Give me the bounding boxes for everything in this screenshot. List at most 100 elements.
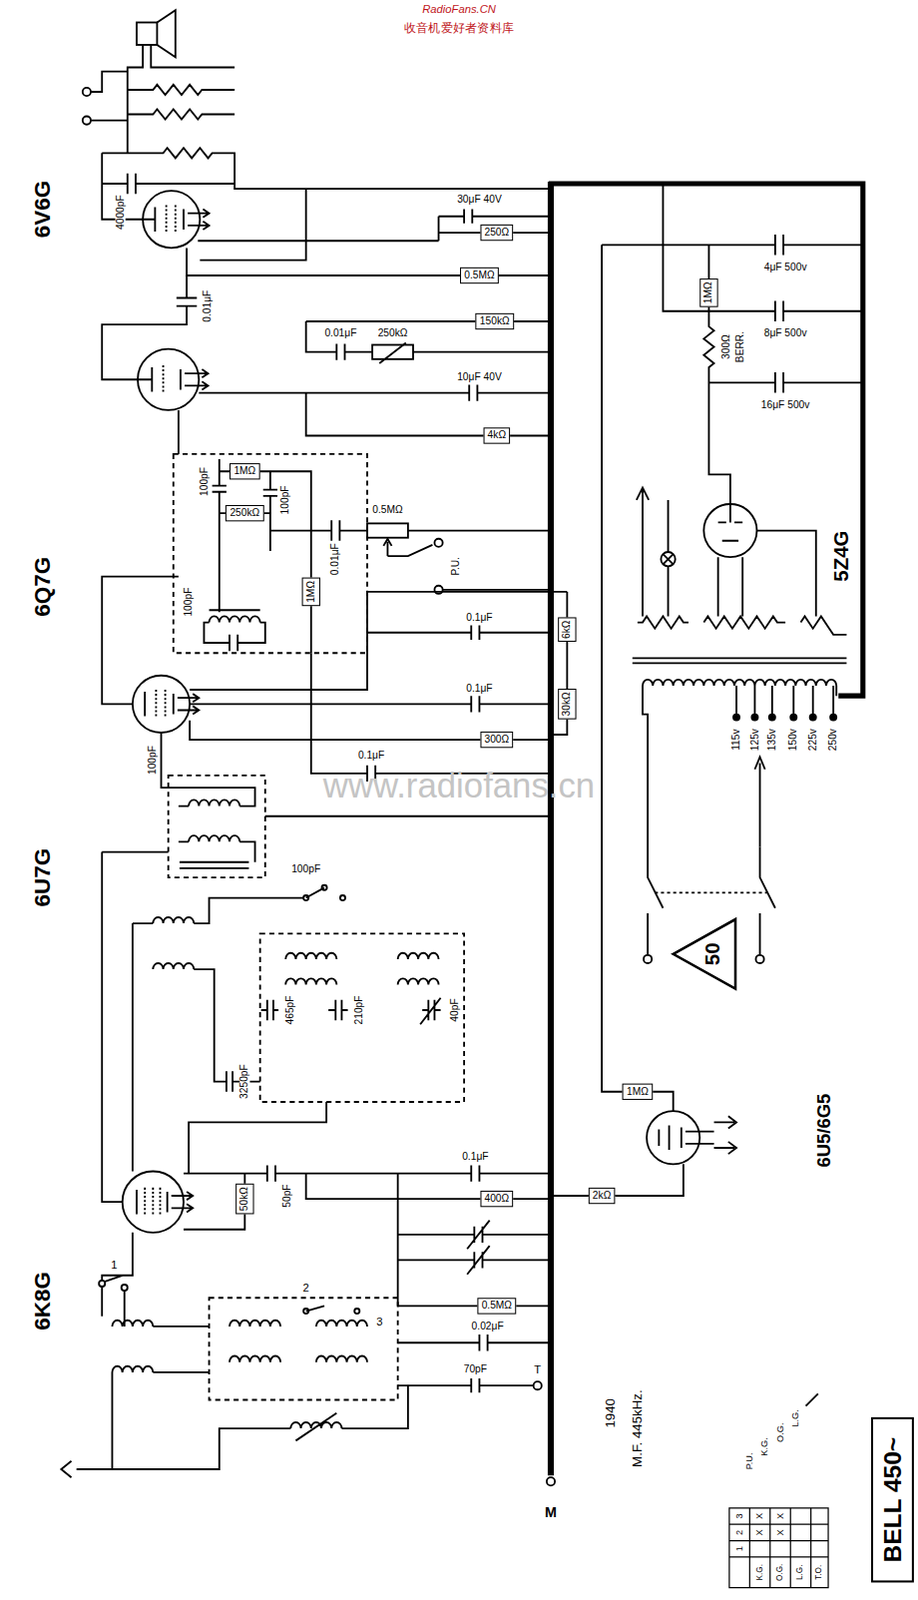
- tube-symbol: [646, 1110, 700, 1164]
- wiring: [311, 652, 549, 782]
- wiring: [830, 714, 837, 721]
- wiring: [703, 615, 786, 628]
- component-value: BERR.: [735, 330, 746, 364]
- node-text-group: 150kΩ: [479, 316, 510, 328]
- wiring: [132, 898, 307, 1172]
- wiring: [398, 952, 440, 959]
- component-value: X: [775, 1511, 785, 1520]
- component-value: T: [532, 1364, 542, 1376]
- component-value: O.G.: [776, 1562, 785, 1582]
- component-value: 4μF 500v: [763, 262, 809, 273]
- wiring: [398, 1334, 549, 1351]
- wiring: [82, 116, 91, 125]
- resistor-symbol: 6kΩ: [557, 616, 577, 642]
- wiring: [285, 952, 337, 959]
- wiring: [183, 1164, 549, 1181]
- wiring: [270, 519, 549, 540]
- resistor-symbol: 1MΩ: [301, 577, 321, 606]
- wiring: [316, 1356, 368, 1363]
- wiring: [101, 852, 168, 1203]
- component-value: 3250pF: [239, 1062, 250, 1100]
- wiring: [199, 188, 306, 261]
- wiring: [769, 714, 776, 721]
- component-value: X: [755, 1511, 765, 1520]
- component-value: 225v: [808, 727, 819, 752]
- wiring: [397, 1173, 400, 1307]
- node-text-group: 300Ω: [483, 734, 509, 746]
- wiring: [636, 487, 649, 617]
- wiring: [398, 1305, 549, 1308]
- component-value: 4kΩ: [487, 430, 506, 442]
- resistor-symbol: 150kΩ: [475, 313, 514, 331]
- tube-symbol: [162, 365, 165, 395]
- tube-symbol: [142, 190, 209, 248]
- tube-symbol: [703, 503, 757, 557]
- wiring: [229, 1356, 281, 1363]
- node-text-group: 6kΩ: [561, 619, 573, 638]
- wiring: [601, 234, 864, 255]
- component-value: M.F. 445kHz.: [630, 1387, 644, 1468]
- wiring: [760, 846, 776, 954]
- title-box: BELL 450~: [871, 1415, 914, 1583]
- wiring: [229, 1320, 281, 1327]
- wiring: [203, 609, 265, 651]
- component-value: 115v: [731, 727, 742, 751]
- wiring: [60, 1384, 409, 1477]
- wiring: [306, 887, 325, 898]
- tube-symbol: [122, 1171, 184, 1233]
- component-value: 150v: [788, 727, 799, 752]
- wiring: [127, 44, 235, 153]
- component-value: 0.5MΩ: [481, 1300, 512, 1312]
- tube-symbol: [144, 691, 199, 717]
- wiring: [643, 954, 652, 963]
- resistor-symbol: 250Ω: [479, 224, 513, 242]
- component-value: 125v: [749, 727, 760, 752]
- component-value: L.G.: [791, 1407, 801, 1427]
- resistor-symbol: 0.5MΩ: [477, 1297, 517, 1315]
- wiring: [800, 615, 847, 634]
- component-value: K.G.: [760, 1435, 770, 1456]
- tube-name: 6Q7G: [31, 555, 54, 618]
- component-value: 1MΩ: [233, 465, 256, 477]
- wiring: [367, 522, 409, 537]
- component-value: 10μF 40V: [456, 372, 503, 383]
- wiring: [101, 147, 549, 189]
- component-value: 8μF 500v: [763, 328, 809, 339]
- node-text-group: BELL 450~: [880, 1436, 907, 1563]
- wiring: [379, 342, 407, 363]
- wiring: [733, 714, 837, 721]
- wiring: [642, 679, 837, 696]
- wiring: [285, 977, 337, 984]
- node-text-group: 0.5MΩ: [463, 270, 494, 282]
- component-value: 250kΩ: [229, 507, 260, 519]
- wiring: [127, 84, 235, 95]
- wiring: [60, 9, 863, 1587]
- component-value: 0.1μF: [460, 1151, 489, 1162]
- component-value: 250v: [828, 727, 839, 752]
- component-value: 0.5MΩ: [463, 270, 494, 282]
- resistor-symbol: 250kΩ: [225, 504, 264, 522]
- component-value: 3: [735, 1511, 745, 1519]
- node-text-group: 2kΩ: [592, 1190, 611, 1202]
- wiring: [121, 1284, 128, 1291]
- component-value: 150kΩ: [479, 316, 510, 328]
- wiring: [533, 1380, 542, 1389]
- wiring: [265, 815, 549, 818]
- wiring: [733, 714, 740, 721]
- watermark: www.radiofans.cn: [322, 768, 596, 804]
- wiring: [260, 932, 464, 1102]
- component-value: 0.01μF: [201, 289, 212, 324]
- resistor-symbol: 0.5MΩ: [459, 267, 499, 285]
- component-value: 0.01μF: [330, 541, 341, 576]
- component-value: X: [775, 1527, 785, 1536]
- node-text-group: 30kΩ: [561, 691, 573, 716]
- wiring: [806, 1392, 819, 1405]
- resistor-symbol: 1MΩ: [622, 1082, 653, 1100]
- wiring: [209, 615, 261, 622]
- component-value: 100pF: [147, 744, 158, 776]
- component-value: 1: [735, 1544, 745, 1552]
- component-value: 210pF: [354, 993, 365, 1025]
- tube-name: 5Z4G: [831, 529, 852, 583]
- tube-name: 6U5/6G5: [815, 1092, 834, 1169]
- component-value: 300Ω: [721, 333, 732, 361]
